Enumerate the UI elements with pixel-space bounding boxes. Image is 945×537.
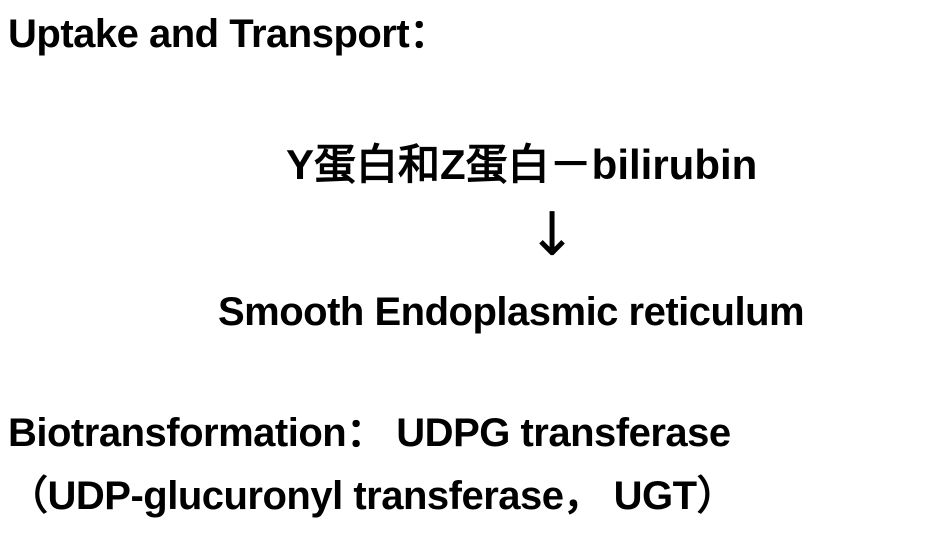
down-arrow-icon: ↓ xyxy=(527,200,578,270)
biotransformation-text: Biotransformation： UDPG transferase xyxy=(8,411,731,455)
uptake-transport-heading: Uptake and Transport： xyxy=(8,12,449,56)
ugt-full-name-text: （UDP-glucuronyl transferase， UGT） xyxy=(8,474,737,518)
binding-proteins-bilirubin-text: Y蛋白和Z蛋白－bilirubin xyxy=(286,141,758,188)
smooth-endoplasmic-reticulum-text: Smooth Endoplasmic reticulum xyxy=(218,290,805,334)
